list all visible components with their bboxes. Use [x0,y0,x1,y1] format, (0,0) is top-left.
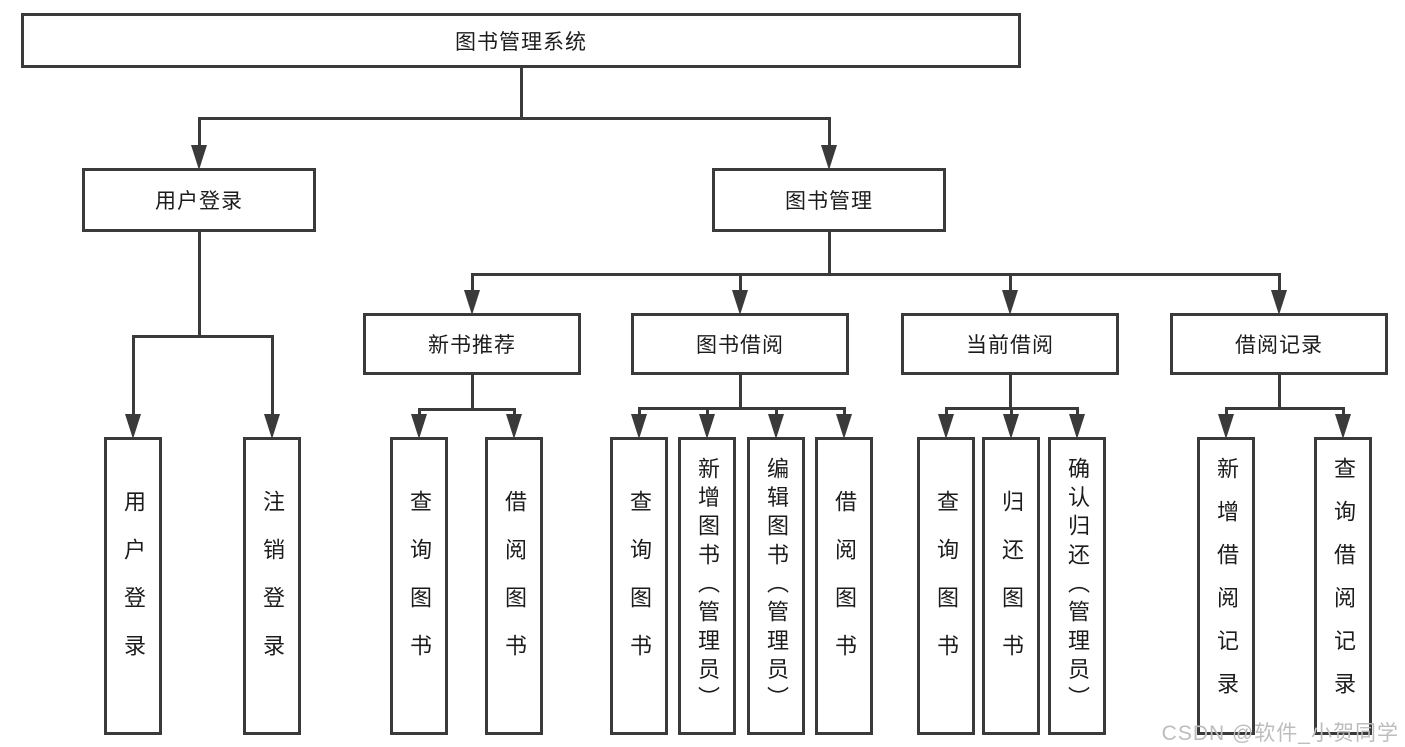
node-confirm-return-admin: 确认归还（管理员） [1048,437,1106,735]
node-logout-leaf: 注销登录 [243,437,301,735]
arrowhead-down-icon [264,414,280,439]
node-label: 新增图书（管理员） [695,457,720,715]
connector-line [1224,407,1228,414]
connector-line [197,117,831,120]
arrowhead-down-icon [464,290,480,315]
node-label: 查询图书 [934,490,959,682]
connector-line [738,273,742,290]
connector-line [1341,407,1345,414]
node-label: 查询借阅记录 [1331,457,1356,715]
arrowhead-down-icon [125,414,141,439]
node-label: 图书借阅 [696,334,784,357]
connector-line [197,117,201,145]
node-return-book: 归还图书 [982,437,1040,735]
watermark: CSDN @软件_小贺同学 [1161,722,1399,745]
node-label: 确认归还（管理员） [1065,457,1090,715]
node-label: 注销登录 [260,490,285,682]
arrowhead-down-icon [1003,414,1019,439]
node-add-book-admin: 新增图书（管理员） [678,437,736,735]
node-label: 当前借阅 [966,334,1054,357]
arrowhead-down-icon [1069,414,1085,439]
node-label: 编辑图书（管理员） [764,457,789,715]
connector-line [827,232,831,276]
node-library-system: 图书管理系统 [21,13,1021,68]
connector-line [1277,375,1281,410]
connector-line [705,407,709,414]
connector-line [519,68,523,120]
arrowhead-down-icon [411,414,427,439]
connector-line [1009,407,1013,414]
node-query-book-current: 查询图书 [917,437,975,735]
node-label: 用户登录 [155,190,243,213]
node-current-borrow: 当前借阅 [901,313,1119,375]
arrowhead-down-icon [732,290,748,315]
node-add-borrow-record: 新增借阅记录 [1197,437,1255,735]
connector-line [1008,375,1012,410]
node-label: 图书管理系统 [455,30,587,54]
node-new-book-recommend: 新书推荐 [363,313,581,375]
connector-line [637,407,641,414]
node-book-management: 图书管理 [712,168,946,232]
node-user-login: 用户登录 [82,168,316,232]
node-label: 图书管理 [785,190,873,213]
node-label: 新增借阅记录 [1214,457,1239,715]
connector-line [1224,407,1345,410]
arrowhead-down-icon [1002,290,1018,315]
arrowhead-down-icon [768,414,784,439]
connector-line [470,375,474,411]
connector-line [470,273,1281,276]
arrowhead-down-icon [938,414,954,439]
connector-line [1008,273,1012,290]
node-query-book-borrow: 查询图书 [610,437,668,735]
arrowhead-down-icon [631,414,647,439]
arrowhead-down-icon [1271,290,1287,315]
connector-line [637,407,846,410]
node-borrow-book-leaf: 借阅图书 [815,437,873,735]
arrowhead-down-icon [699,414,715,439]
node-edit-book-admin: 编辑图书（管理员） [747,437,805,735]
arrowhead-down-icon [191,145,207,170]
connector-line [827,117,831,145]
connector-line [1075,407,1079,414]
node-label: 归还图书 [999,490,1024,682]
node-query-borrow-record: 查询借阅记录 [1314,437,1372,735]
arrowhead-down-icon [836,414,852,439]
connector-line [842,407,846,414]
arrowhead-down-icon [821,145,837,170]
node-label: 用户登录 [121,490,146,682]
connector-line [470,273,474,290]
connector-line [417,408,516,411]
connector-line [738,375,742,410]
arrowhead-down-icon [1218,414,1234,439]
node-label: 查询图书 [627,490,652,682]
connector-line [1277,273,1281,290]
connector-line [512,408,516,414]
node-label: 借阅图书 [832,490,857,682]
connector-line [270,335,274,414]
node-user-login-leaf: 用户登录 [104,437,162,735]
node-query-book-recommend: 查询图书 [390,437,448,735]
node-label: 新书推荐 [428,334,516,357]
connector-line [131,335,274,338]
connector-line [417,408,421,414]
connector-line [774,407,778,414]
node-label: 借阅图书 [502,490,527,682]
connector-line [131,335,135,414]
arrowhead-down-icon [506,414,522,439]
node-label: 查询图书 [407,490,432,682]
node-borrow-book-recommend: 借阅图书 [485,437,543,735]
connector-line [944,407,948,414]
node-label: 借阅记录 [1235,334,1323,357]
connector-line [197,232,201,338]
node-book-borrow: 图书借阅 [631,313,849,375]
arrowhead-down-icon [1335,414,1351,439]
node-borrow-record: 借阅记录 [1170,313,1388,375]
